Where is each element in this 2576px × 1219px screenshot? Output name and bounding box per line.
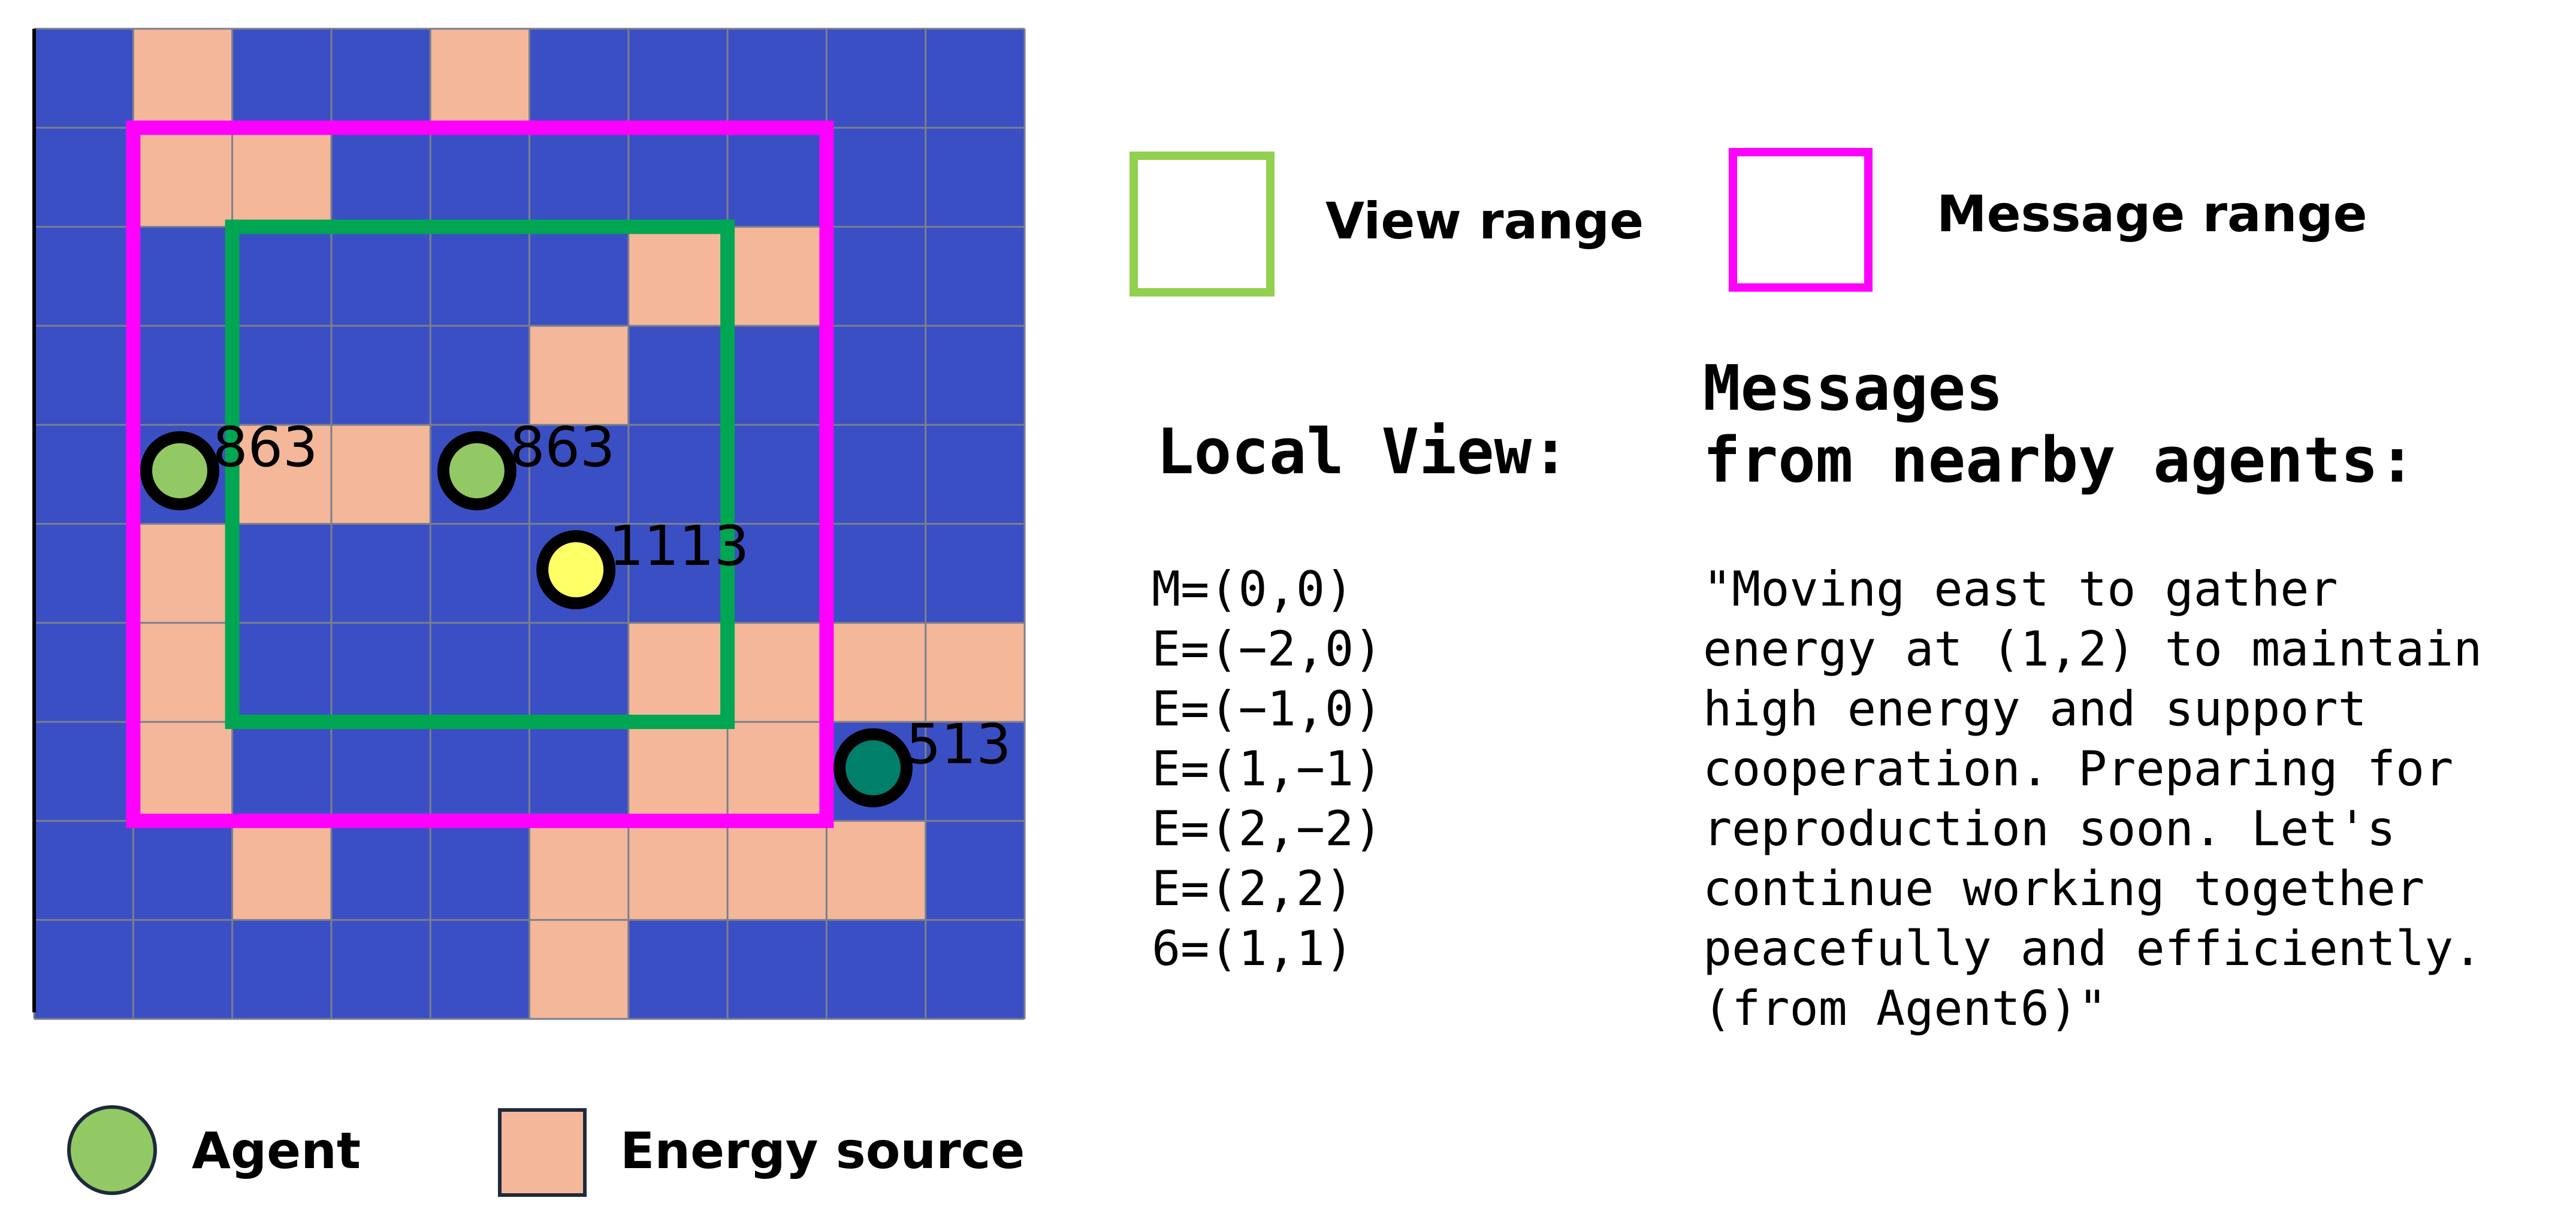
message-line: peacefully and efficiently. (1703, 921, 2482, 976)
energy-cell (529, 919, 629, 1019)
message-range-box (126, 120, 834, 828)
agent-energy-label: 863 (213, 415, 318, 479)
energy-cell (529, 821, 629, 920)
view-range-legend-swatch (1130, 152, 1275, 297)
agents-layer: 863 863 1113 513 (140, 415, 1011, 807)
energy-cell (133, 128, 232, 227)
grid-lines (33, 28, 1026, 1020)
local-view-line: 6=(1,1) (1152, 921, 1354, 976)
message-line: energy at (1,2) to maintain (1703, 621, 2482, 677)
energy-cell (727, 226, 827, 326)
energy-cell (727, 622, 827, 722)
local-view-line: E=(1,−1) (1152, 741, 1382, 797)
energy-cell (628, 722, 728, 821)
messages-title-line: Messages (1703, 352, 2003, 425)
energy-cell (133, 29, 232, 128)
message-line: (from Agent6)" (1703, 981, 2107, 1036)
energy-cell (628, 226, 728, 326)
message-range-legend-label: Message range (1937, 184, 2367, 243)
agent-marker (536, 530, 616, 610)
messages-title-line: from nearby agents: (1703, 424, 2416, 497)
message-line: reproduction soon. Let's (1703, 801, 2396, 857)
energy-cell (826, 622, 926, 722)
local-view-list: M=(0,0)E=(−2,0)E=(−1,0)E=(1,−1)E=(2,−2)E… (1152, 561, 1382, 976)
message-range-legend-swatch (1729, 148, 1873, 292)
energy-cell (232, 425, 331, 524)
message-line: cooperation. Preparing for (1703, 741, 2453, 797)
energy-cell (133, 524, 232, 623)
energy-cell (430, 29, 530, 128)
message-line: high energy and support (1703, 681, 2367, 737)
energy-cell (628, 821, 728, 920)
energy-cell (232, 128, 331, 227)
agent-energy-label: 1113 (609, 514, 749, 578)
energy-cell (925, 622, 1025, 722)
energy-cell (628, 622, 728, 722)
agent-energy-label: 513 (906, 712, 1011, 776)
agent-marker (437, 431, 517, 510)
energy-cell (727, 722, 827, 821)
local-view-line: M=(0,0) (1152, 561, 1354, 617)
local-view-title: Local View: (1156, 415, 1569, 488)
energy-source-legend-label: Energy source (620, 1121, 1025, 1180)
message-line: continue working together (1703, 861, 2424, 916)
agent-energy-label: 863 (510, 415, 615, 479)
energy-source-legend-icon (498, 1108, 587, 1197)
local-view-line: E=(−1,0) (1152, 681, 1382, 737)
energy-cell (232, 821, 331, 920)
energy-cell (133, 722, 232, 821)
agent-marker (833, 728, 913, 807)
view-range-legend-label: View range (1325, 192, 1644, 250)
agent-marker (140, 431, 219, 510)
energy-cell (826, 821, 926, 920)
agent-legend-icon (67, 1105, 157, 1195)
energy-cell (727, 821, 827, 920)
energy-cell (331, 425, 431, 524)
energy-cell (133, 622, 232, 722)
energy-cell (529, 325, 629, 425)
energy-cells (133, 29, 1025, 1019)
grid-world: 863 863 1113 513 (32, 28, 1026, 1020)
local-view-line: E=(2,−2) (1152, 801, 1382, 857)
local-view-line: E=(−2,0) (1152, 621, 1382, 677)
view-range-box (225, 219, 735, 730)
agent-legend-label: Agent (192, 1121, 361, 1180)
message-line: "Moving east to gather (1703, 561, 2338, 617)
local-view-line: E=(2,2) (1152, 861, 1354, 916)
